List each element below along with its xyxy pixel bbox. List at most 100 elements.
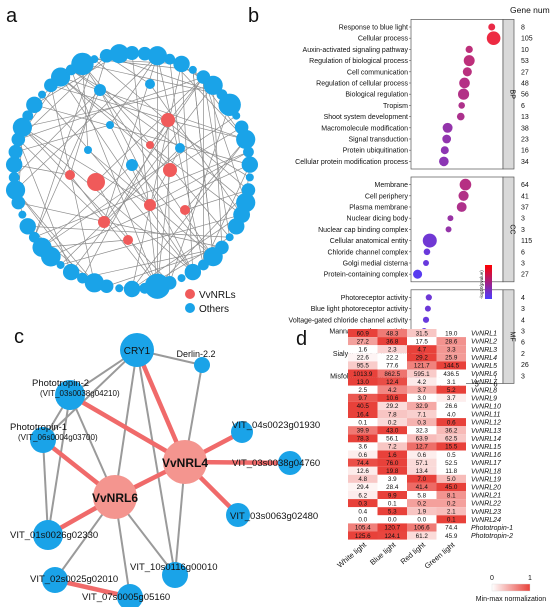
network-a-node-other — [245, 173, 254, 182]
network-a-node-other — [123, 280, 141, 298]
heatmap-cell-value: 1.6 — [358, 347, 367, 354]
heatmap-cell — [348, 531, 378, 540]
go-facet-label: BP — [509, 90, 516, 100]
network-c-node-phot1 — [30, 427, 56, 453]
network-a-node-other — [94, 84, 106, 96]
network-a-node-other — [125, 46, 139, 60]
go-x-tick-label: 6 — [493, 379, 497, 388]
network-c-node-label: Derlin-2.2 — [176, 349, 215, 359]
heatmap-legend-title: Min-max normalization — [476, 596, 547, 603]
go-dot — [413, 269, 423, 279]
network-a-edge — [109, 55, 158, 126]
heatmap-row-label: VvNRL4 — [471, 355, 497, 362]
heatmap-cell-value: 4.0 — [447, 411, 456, 418]
go-term-label: Shoot system development — [324, 114, 408, 121]
heatmap-cell — [407, 523, 437, 532]
network-a-edge — [60, 214, 242, 266]
network-c-node-vit01 — [33, 520, 63, 550]
go-dot — [423, 248, 431, 256]
go-term-label: Regulation of biological process — [309, 58, 408, 65]
heatmap-row-label: VvNRL15 — [471, 444, 501, 451]
network-a-node-other — [18, 210, 27, 219]
network-c-node-vit10 — [162, 562, 188, 588]
go-dot — [456, 202, 467, 212]
heatmap-cell — [348, 329, 378, 338]
network-a-edge — [179, 147, 246, 203]
network-a-edge — [82, 63, 214, 257]
heatmap-cell — [436, 361, 466, 370]
go-term-label: Biological regulation — [345, 92, 408, 99]
network-a-node-other — [19, 218, 36, 235]
heatmap-cell-value: 0.0 — [388, 517, 397, 524]
heatmap-cell — [348, 337, 378, 346]
heatmap-cell — [407, 393, 437, 402]
heatmap-cell-value: 0.6 — [358, 452, 367, 459]
network-a-edge — [41, 94, 194, 273]
network-a-node-other — [145, 79, 155, 89]
network-a-edge — [157, 189, 249, 287]
heatmap-cell — [348, 491, 378, 500]
heatmap-cell-value: 40.5 — [357, 403, 370, 410]
network-a-edge — [34, 151, 249, 238]
go-term-label: Cellular anatomical entity — [330, 238, 409, 245]
heatmap-cell — [377, 426, 407, 435]
heatmap-cell — [348, 401, 378, 410]
go-dot — [488, 23, 496, 31]
go-gene-count: 41 — [521, 193, 529, 200]
heatmap-cell — [377, 345, 407, 354]
go-term-label: Membrane — [375, 182, 409, 189]
network-a-edge — [14, 164, 71, 176]
heatmap-cell-value: 39.9 — [357, 428, 370, 435]
network-a-node-other — [77, 272, 88, 284]
network-a-node-other — [56, 260, 65, 269]
heatmap-cell-value: 595.1 — [414, 371, 430, 378]
heatmap-cell — [377, 361, 407, 370]
heatmap-cell-value: 0.1 — [388, 500, 397, 507]
network-a-node-vvnrl — [163, 163, 177, 177]
network-a-node-vvnrl — [87, 173, 105, 191]
network-a-edge — [34, 104, 250, 165]
heatmap-cell-value: 10.6 — [386, 395, 399, 402]
go-dot — [463, 55, 475, 67]
go-gene-count: 115 — [521, 238, 532, 245]
network-a-edge — [106, 55, 223, 95]
panel-label-d: d — [296, 328, 307, 350]
heatmap-cell — [407, 515, 437, 524]
heatmap-cell — [377, 474, 407, 483]
heatmap-cell — [377, 458, 407, 467]
heatmap-cell-value: 2.3 — [388, 347, 397, 354]
network-a-node-other — [188, 65, 197, 74]
heatmap-cell-value: 4.8 — [358, 476, 367, 483]
heatmap-cell — [348, 466, 378, 475]
heatmap-cell — [407, 401, 437, 410]
go-term-label: Photoreceptor activity — [341, 295, 409, 302]
heatmap-cell-value: 3.7 — [417, 387, 426, 394]
network-c-edge-weak — [42, 349, 138, 441]
legend-label-others: Others — [199, 304, 229, 315]
heatmap-cell-value: 32.3 — [416, 428, 429, 435]
heatmap-cell — [436, 410, 466, 419]
network-a-edge — [41, 115, 237, 248]
network-a-edge — [22, 84, 214, 128]
heatmap-cell-value: 26.6 — [445, 403, 458, 410]
heatmap-cell-value: 19.0 — [445, 330, 458, 337]
heatmap-column-label: Green light — [423, 540, 458, 571]
network-a-node-other — [115, 284, 124, 293]
go-dot — [422, 316, 430, 323]
network-a-edge — [13, 89, 101, 178]
network-a-edge — [34, 89, 101, 238]
heatmap-cell-value: 28.6 — [445, 338, 458, 345]
network-a-node-other — [106, 121, 114, 129]
network-c-edge-weak — [42, 439, 49, 536]
network-a-edge — [157, 55, 204, 266]
go-term-label: Blue light photoreceptor activity — [311, 306, 409, 313]
heatmap-cell-value: 7.0 — [417, 476, 426, 483]
network-a-edge — [70, 69, 158, 287]
go-term-label: Plasma membrane — [349, 205, 408, 212]
heatmap-cell — [348, 458, 378, 467]
heatmap-cell-value: 0.3 — [417, 419, 426, 426]
heatmap-row-label: VvNRL12 — [471, 420, 501, 427]
heatmap-cell — [348, 450, 378, 459]
go-term-label: Nuclear cap binding complex — [318, 227, 408, 234]
network-c-node-derlin — [194, 357, 210, 373]
